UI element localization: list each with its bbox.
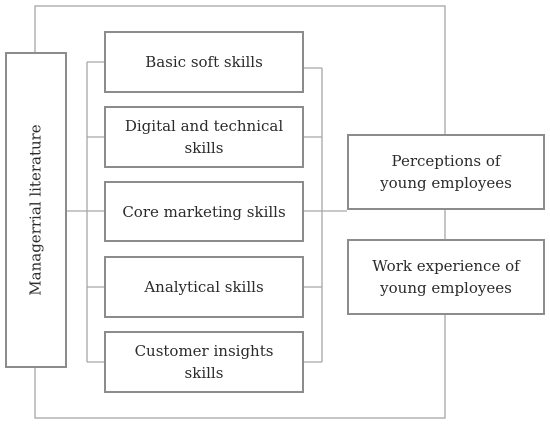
skill-box-basic-soft: Basic soft skills (104, 31, 304, 93)
skill-label: Core marketing skills (122, 202, 286, 221)
skill-label: Digital and technical skills (124, 117, 284, 157)
source-box: Managerrial literature (5, 52, 67, 368)
skill-box-core-marketing: Core marketing skills (104, 181, 304, 242)
skill-label: Basic soft skills (145, 53, 263, 71)
outcome-box-perceptions: Perceptions of young employees (347, 134, 545, 210)
skill-box-customer-insights: Customer insights skills (104, 331, 304, 393)
outcome-box-work-experience: Work experience of young employees (347, 239, 545, 315)
skill-box-analytical: Analytical skills (104, 256, 304, 318)
skill-label: Analytical skills (144, 278, 264, 296)
outcome-label: Perceptions of young employees (380, 152, 512, 192)
source-label: Managerrial literature (27, 124, 46, 296)
skill-box-digital-technical: Digital and technical skills (104, 106, 304, 168)
outcome-label: Work experience of young employees (372, 257, 520, 297)
skill-label: Customer insights skills (134, 342, 274, 382)
